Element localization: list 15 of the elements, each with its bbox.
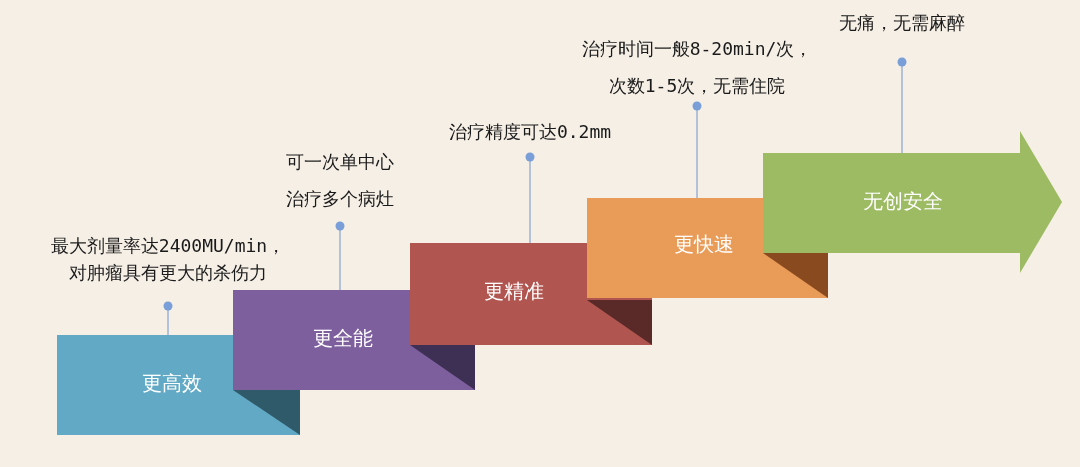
leader-line	[525, 152, 535, 244]
description-text: 治疗精度可达0.2mm	[447, 120, 613, 144]
step-label: 无创安全	[863, 187, 943, 215]
step-label: 更高效	[142, 369, 202, 397]
step-label: 更快速	[674, 230, 734, 258]
description-text: 可一次单中心治疗多个病灶	[285, 150, 395, 211]
leader-line	[692, 101, 702, 199]
leader-line	[163, 301, 173, 336]
step-label: 更精准	[484, 277, 544, 305]
description-text: 治疗时间一般8-20min/次，次数1-5次，无需住院	[580, 37, 814, 98]
description-text: 最大剂量率达2400MU/min，对肿瘤具有更大的杀伤力	[49, 234, 287, 285]
description-text: 无痛，无需麻醉	[838, 11, 966, 35]
step-label: 更全能	[313, 324, 373, 352]
leader-line	[897, 57, 907, 154]
leader-line	[335, 221, 345, 291]
